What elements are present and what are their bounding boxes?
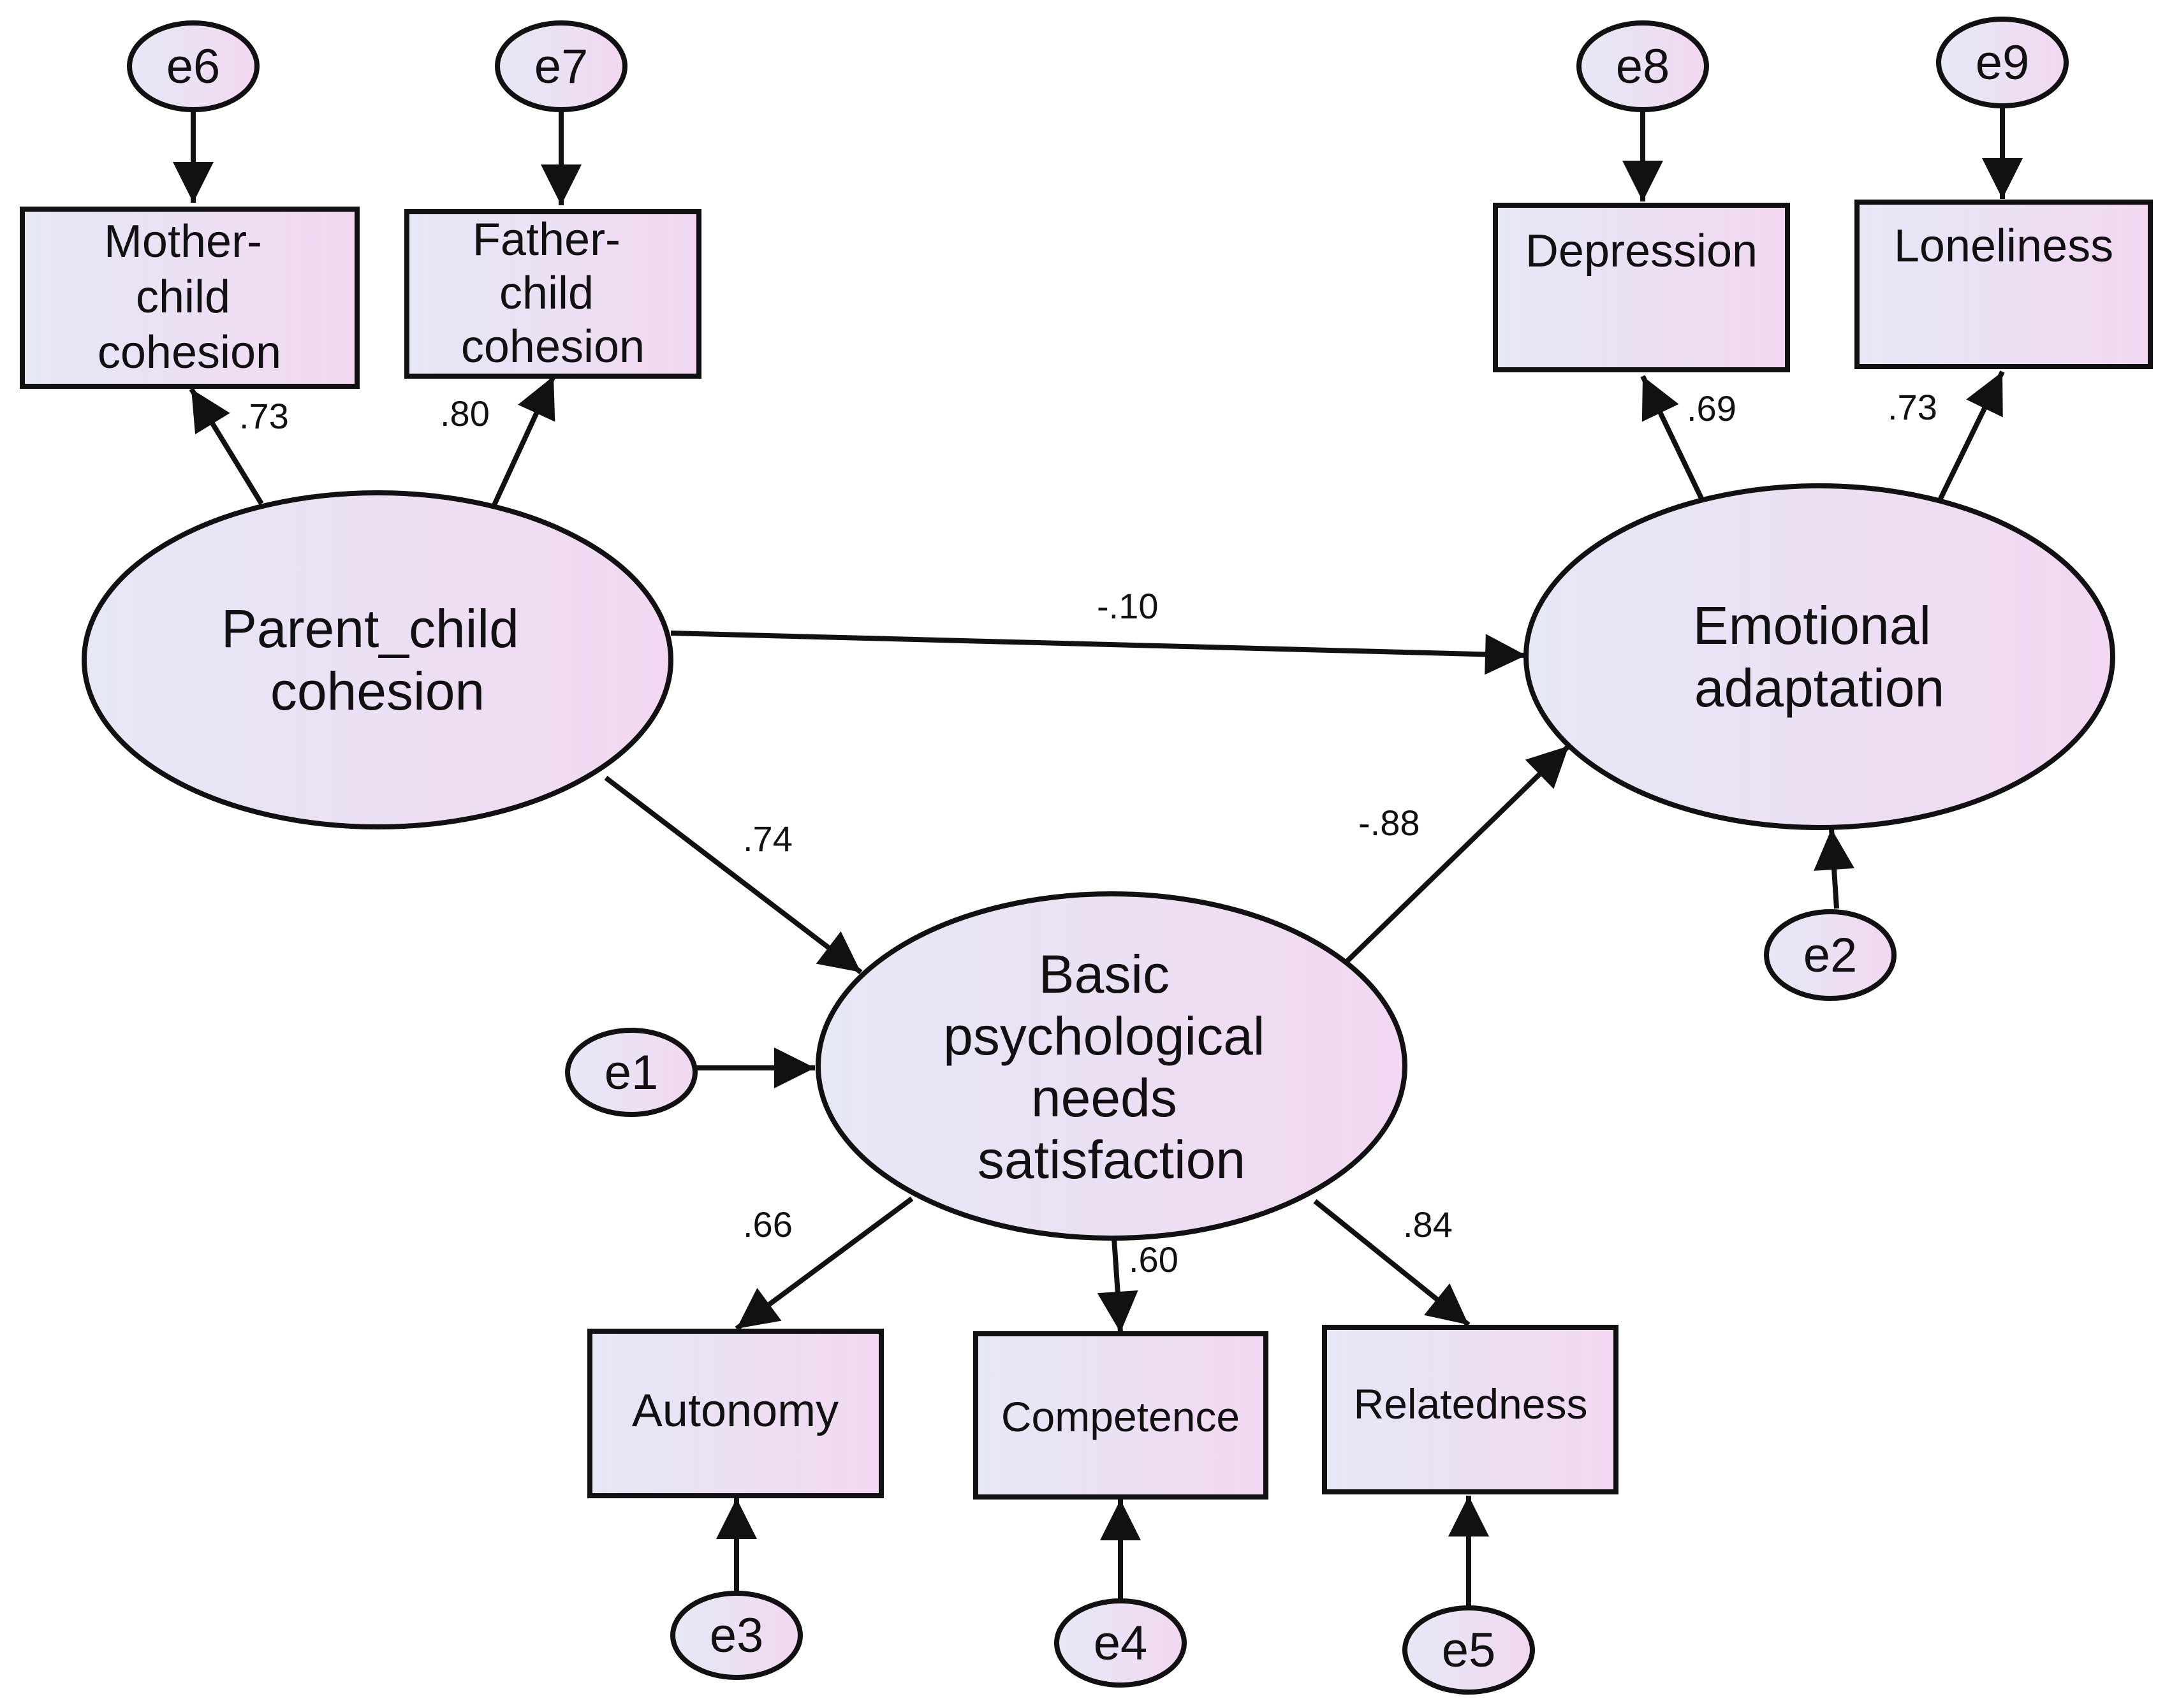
latent-basic-psychological-needs-satisfaction: Basic psychological needs satisfaction [816, 891, 1407, 1241]
error-e1: e1 [565, 1028, 698, 1117]
arrow-bpn-ea [1344, 744, 1571, 965]
coef-bpn-aut: .66 [743, 1204, 793, 1245]
observed-label: Father- child cohesion [461, 214, 645, 372]
latent-label-line: Basic [1039, 944, 1170, 1004]
coef-pcc-fcc: .80 [440, 393, 490, 434]
coef-pcc-mcc: .73 [239, 396, 289, 436]
observed-label-line: Competence [1001, 1393, 1240, 1440]
observed-father-child-cohesion: Father- child cohesion [404, 209, 701, 379]
latent-emotional-adaptation: Emotional adaptation [1523, 483, 2115, 830]
latent-label: Parent_child cohesion [221, 599, 534, 721]
error-label: e9 [1976, 36, 2030, 90]
arrow-bpn-rel [1313, 1199, 1471, 1327]
error-label: e8 [1616, 40, 1670, 94]
error-e3: e3 [670, 1591, 803, 1680]
observed-label-line: child [499, 268, 594, 319]
observed-mother-child-cohesion: Mother- child cohesion [20, 207, 360, 389]
coef-ea-dep: .69 [1687, 388, 1736, 428]
error-e7: e7 [495, 20, 627, 112]
error-e2: e2 [1764, 909, 1897, 1001]
arrow-pcc-bpn [604, 775, 863, 975]
observed-label-line: Father- [473, 214, 620, 265]
latent-label-line: Parent_child [221, 599, 519, 659]
observed-autonomy: Autonomy [587, 1329, 884, 1498]
arrow-pcc-fcc [492, 375, 556, 506]
error-label: e5 [1442, 1623, 1496, 1677]
error-e8: e8 [1576, 20, 1709, 112]
arrow-ea-lon [1937, 370, 2005, 501]
latent-label-line: Emotional [1693, 595, 1932, 655]
observed-competence: Competence [973, 1331, 1268, 1500]
coef-pcc-ea: -.10 [1097, 586, 1159, 626]
observed-label: Competence [1001, 1393, 1240, 1440]
arrow-ea-dep [1640, 375, 1707, 506]
coef-bpn-com: .60 [1129, 1239, 1178, 1280]
latent-parent-child-cohesion: Parent_child cohesion [82, 490, 673, 829]
observed-label: Loneliness [1894, 221, 2113, 272]
arrow-pcc-mcc [189, 387, 264, 506]
error-label: e1 [605, 1046, 659, 1100]
observed-label-line: cohesion [98, 327, 281, 378]
latent-label-line: cohesion [270, 661, 485, 721]
latent-label-line: psychological [943, 1006, 1265, 1066]
error-label: e2 [1803, 928, 1858, 982]
error-label: e4 [1094, 1616, 1148, 1670]
coef-pcc-bpn: .74 [743, 819, 793, 859]
arrow-pcc-ea [670, 631, 1527, 675]
coef-bpn-rel: .84 [1403, 1204, 1453, 1245]
error-e5: e5 [1402, 1605, 1535, 1695]
observed-label-line: Mother- [104, 216, 262, 267]
error-e6: e6 [127, 20, 260, 112]
coef-bpn-ea: -.88 [1358, 803, 1420, 843]
arrow-bpn-com [1097, 1237, 1138, 1333]
latent-label-line: satisfaction [978, 1130, 1245, 1190]
error-e4: e4 [1054, 1598, 1187, 1688]
error-label: e7 [534, 40, 589, 94]
error-label: e6 [166, 40, 221, 94]
observed-label: Relatedness [1354, 1380, 1588, 1427]
coef-ea-lon: .73 [1888, 387, 1937, 427]
latent-label: Basic psychological needs satisfaction [943, 944, 1280, 1190]
observed-depression: Depression [1493, 203, 1790, 372]
observed-label-line: cohesion [461, 321, 645, 372]
latent-label-line: adaptation [1694, 658, 1944, 718]
observed-label: Mother- child cohesion [98, 216, 281, 378]
observed-relatedness: Relatedness [1322, 1325, 1618, 1494]
latent-label: Emotional adaptation [1693, 595, 1946, 718]
observed-label-line: Autonomy [632, 1385, 839, 1436]
observed-label-line: Depression [1525, 226, 1758, 277]
latent-label-line: needs [1031, 1068, 1177, 1128]
arrow-e2-ea [1814, 828, 1855, 909]
observed-label-line: child [136, 272, 230, 323]
error-e9: e9 [1936, 17, 2069, 108]
error-label: e3 [710, 1609, 764, 1663]
observed-label: Autonomy [632, 1385, 839, 1436]
arrow-bpn-aut [735, 1196, 914, 1331]
observed-loneliness: Loneliness [1854, 200, 2153, 369]
observed-label-line: Relatedness [1354, 1380, 1588, 1427]
observed-label: Depression [1525, 226, 1758, 277]
observed-label-line: Loneliness [1894, 221, 2113, 272]
